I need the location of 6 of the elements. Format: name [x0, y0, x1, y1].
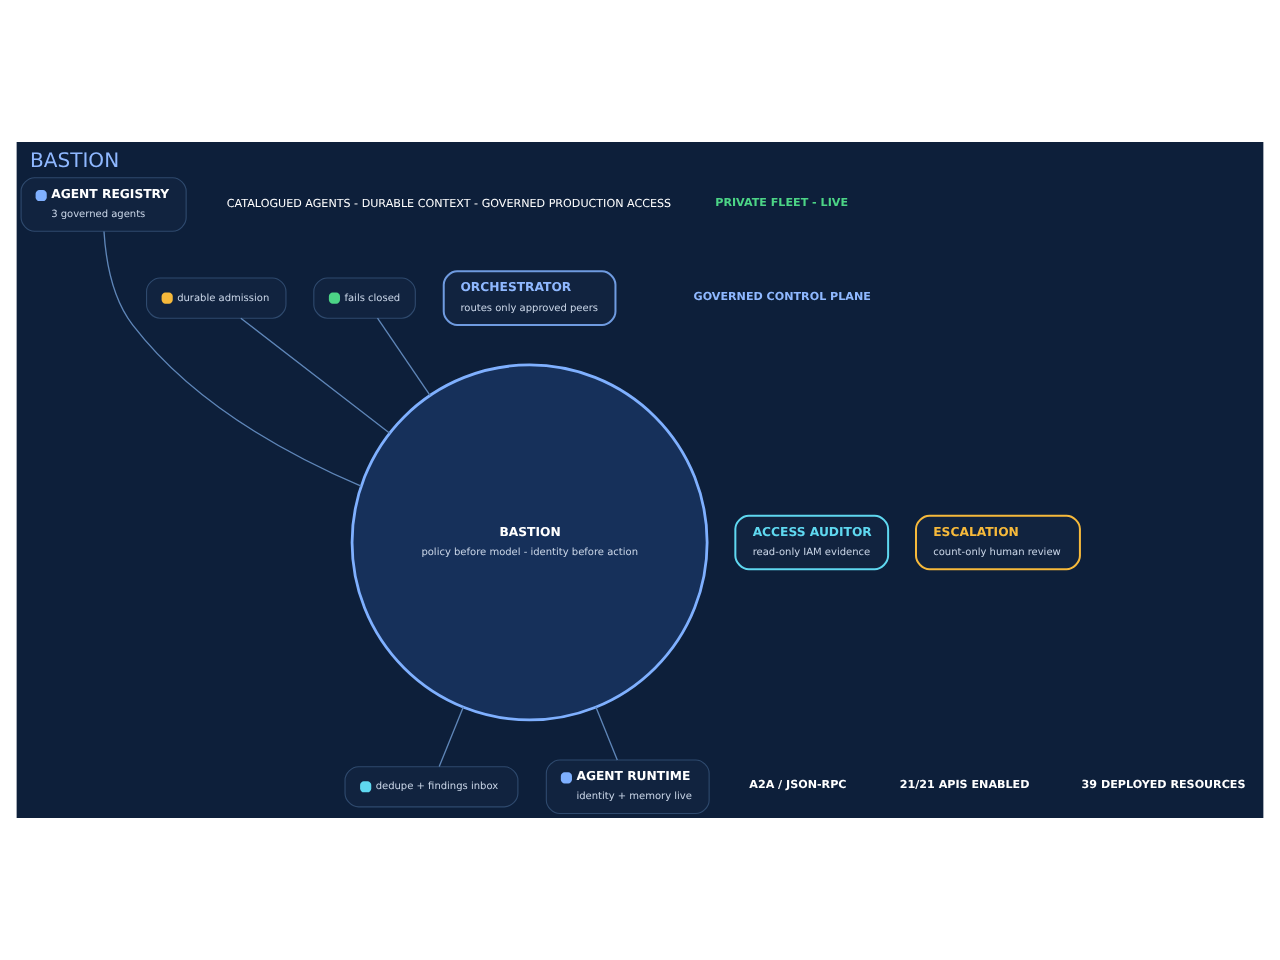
- diagram-title: BASTION: [30, 150, 120, 173]
- connector: [103, 230, 362, 487]
- connector: [595, 706, 618, 761]
- connector: [376, 317, 431, 396]
- connector: [438, 706, 464, 768]
- connector: [240, 317, 391, 434]
